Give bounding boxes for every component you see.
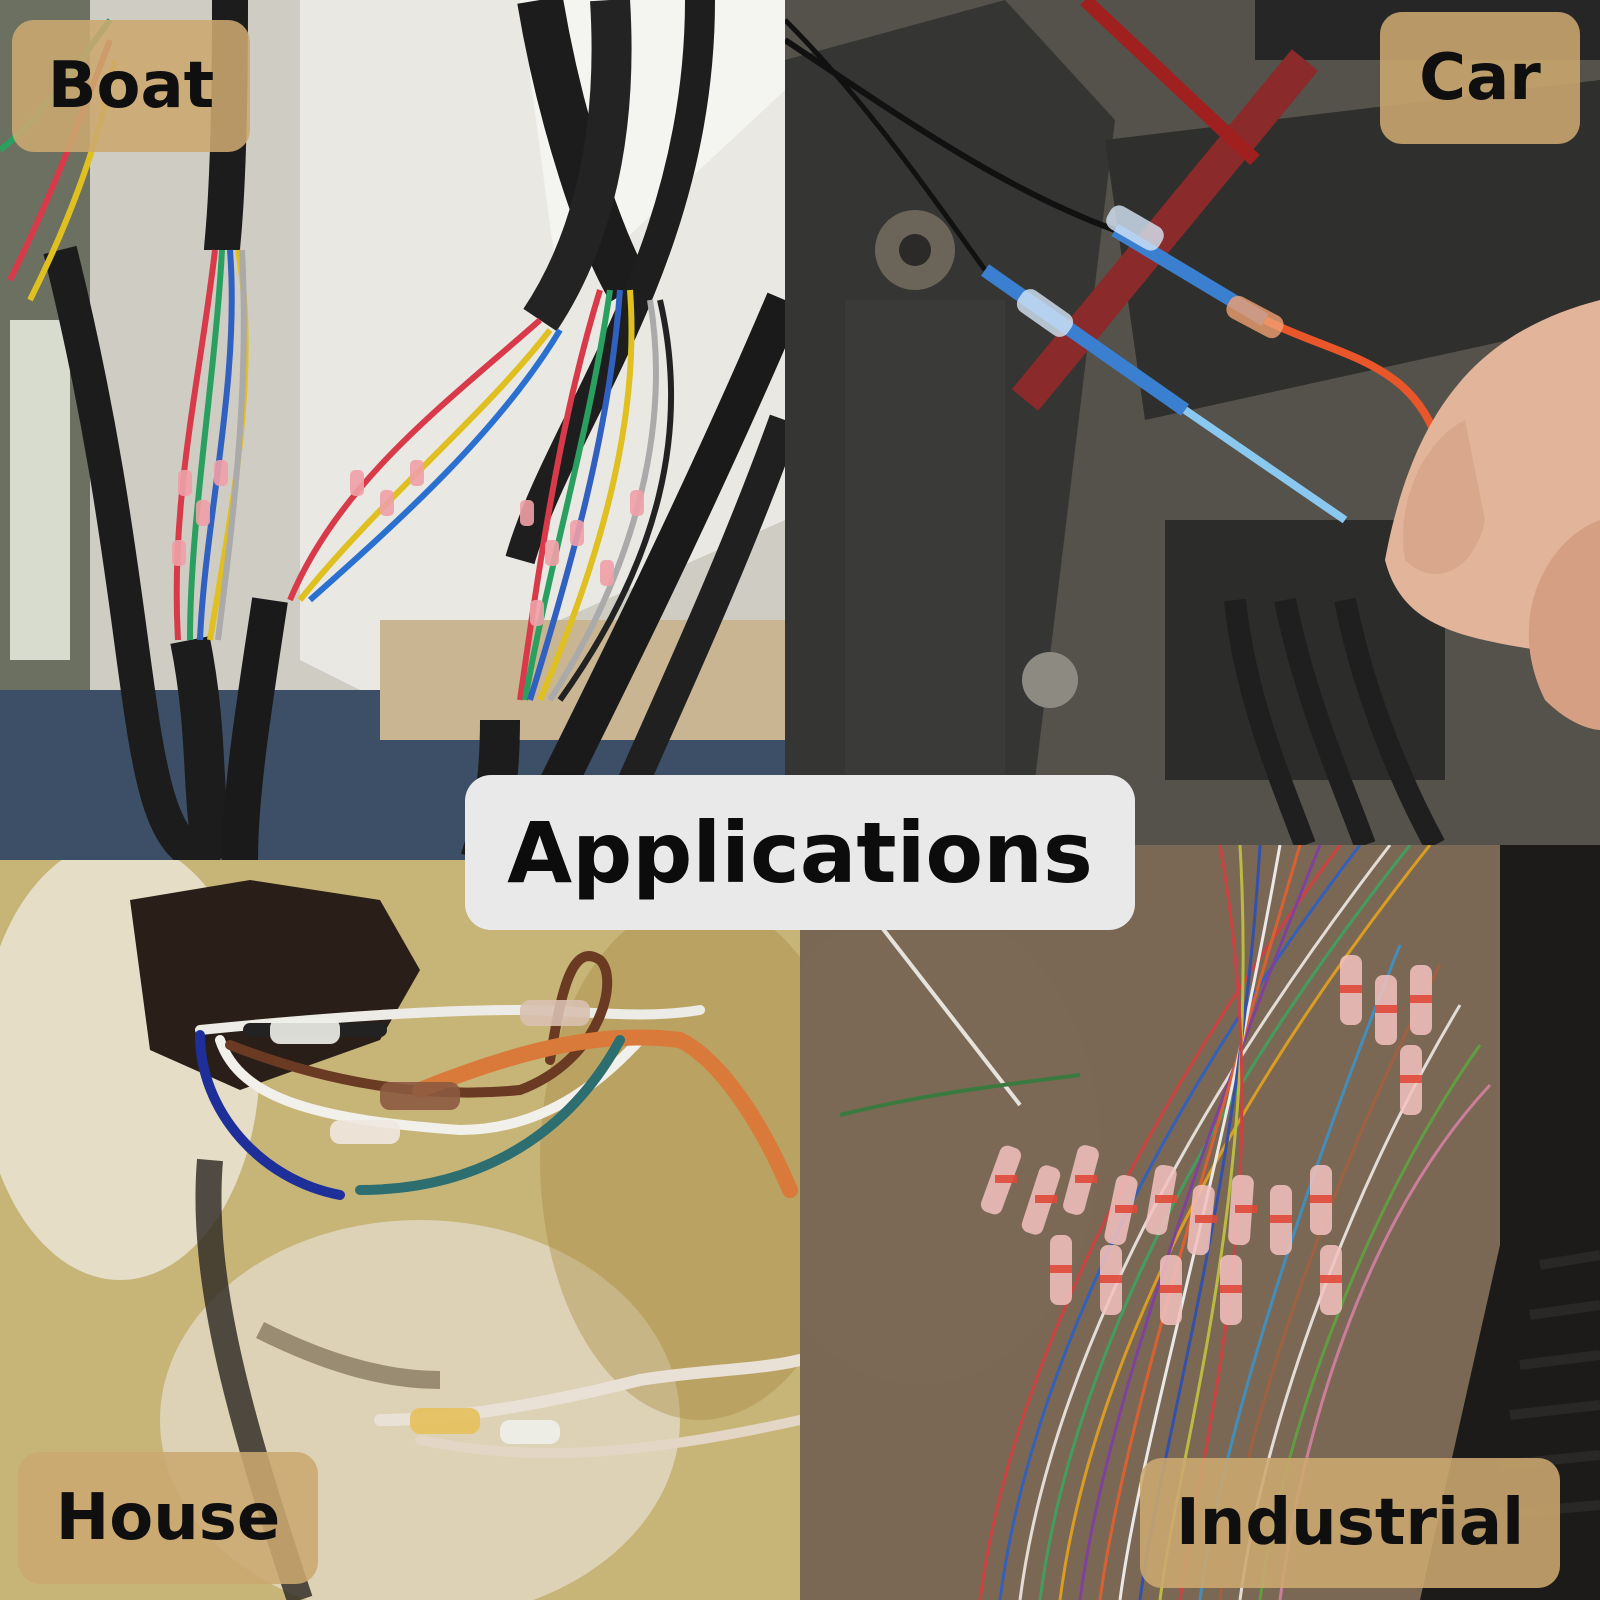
boat-label: Boat xyxy=(12,20,250,152)
house-label: House xyxy=(18,1452,318,1584)
applications-title: Applications xyxy=(465,775,1135,930)
house-photo xyxy=(0,860,800,1600)
industrial-label: Industrial xyxy=(1140,1458,1560,1588)
car-photo xyxy=(785,0,1600,845)
car-label: Car xyxy=(1380,12,1580,144)
